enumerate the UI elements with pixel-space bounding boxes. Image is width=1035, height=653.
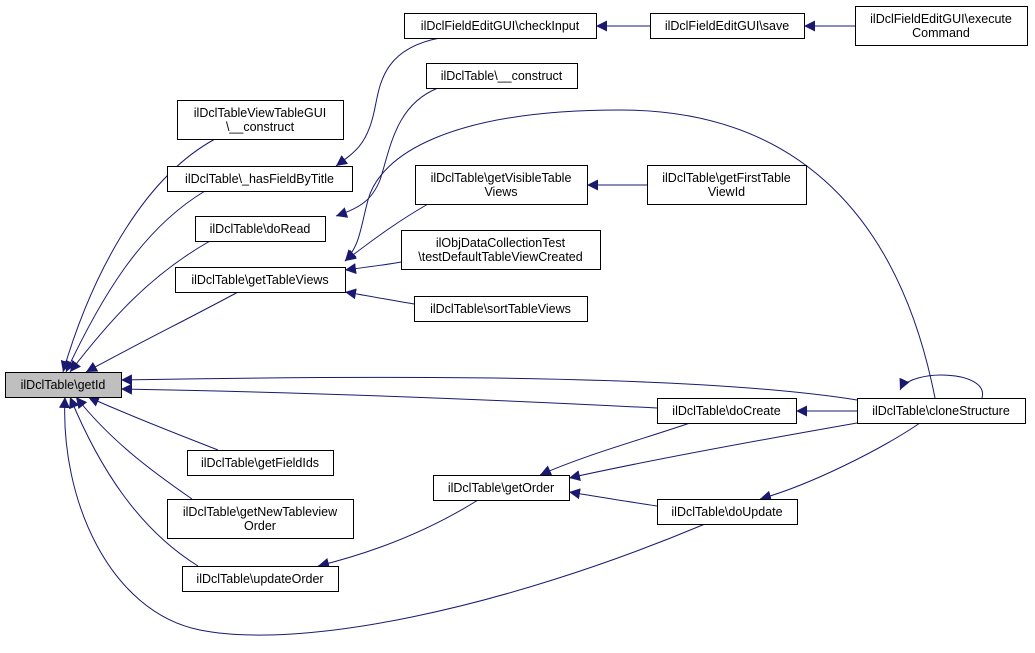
node-box <box>401 230 601 270</box>
node-box <box>857 398 1026 424</box>
node-box <box>167 499 354 539</box>
edge-cloneStructure-to-cloneStructure <box>899 374 983 399</box>
node-label-line: ilDclTable\cloneStructure <box>872 404 1010 418</box>
node-checkInput[interactable]: ilDclFieldEditGUI\checkInput <box>404 13 597 39</box>
node-label-line: ilDclTable\updateOrder <box>196 572 323 586</box>
node-doUpdate[interactable]: ilDclTable\doUpdate <box>657 499 798 525</box>
node-label-line: ilDclTable\sortTableViews <box>430 302 571 316</box>
edge-cloneStructure-to-getId <box>120 374 858 401</box>
edge-checkInput-to-hasFieldByTitle <box>335 37 441 167</box>
edge-getTableViews-to-getId <box>85 291 239 373</box>
node-label-line: \__construct <box>226 120 295 134</box>
edge-cloneStructure-to-doUpdate <box>759 422 921 502</box>
edge-tableConstruct-to-doRead <box>335 87 439 218</box>
node-label-line: ilDclTable\getId <box>21 378 106 392</box>
node-tableConstruct[interactable]: ilDclTable\__construct <box>426 63 578 89</box>
edge-updateOrder-to-getId <box>69 396 199 567</box>
edge-doCreate-to-getId <box>120 383 658 409</box>
node-box <box>657 499 798 525</box>
node-box <box>650 13 805 39</box>
node-box <box>182 566 339 592</box>
node-label-line: Views <box>484 185 517 199</box>
edge-sortTableViews-to-getTableViews <box>344 288 415 305</box>
node-label-line: ViewId <box>708 185 745 199</box>
edge-testDefaultTableView-to-getTableViews <box>344 261 402 275</box>
edge-doRead-to-getId <box>69 240 211 373</box>
node-box <box>167 166 353 192</box>
node-label-line: ilDclTable\getFirstTable <box>662 171 791 185</box>
node-label-line: ilDclTable\__construct <box>441 69 563 83</box>
node-label-line: ilDclFieldEditGUI\checkInput <box>421 19 580 33</box>
node-getId[interactable]: ilDclTable\getId <box>5 372 122 398</box>
node-sortTableViews[interactable]: ilDclTable\sortTableViews <box>414 296 588 322</box>
node-box <box>414 296 588 322</box>
node-label-line: ilDclTable\doRead <box>210 222 311 236</box>
node-label-line: ilDclFieldEditGUI\save <box>665 19 789 33</box>
edge-getFieldIds-to-getId <box>87 396 219 451</box>
node-label-line: ilDclTable\doUpdate <box>671 505 782 519</box>
node-doRead[interactable]: ilDclTable\doRead <box>195 216 326 242</box>
node-hasFieldByTitle[interactable]: ilDclTable\_hasFieldByTitle <box>167 166 353 192</box>
node-box <box>195 216 326 242</box>
node-label-line: \testDefaultTableViewCreated <box>418 250 582 264</box>
node-box <box>433 475 570 501</box>
node-box <box>404 13 597 39</box>
node-label-line: Command <box>912 26 970 40</box>
edge-cloneStructure-to-getOrder <box>568 422 858 481</box>
node-box <box>175 267 346 293</box>
node-doCreate[interactable]: ilDclTable\doCreate <box>657 398 797 424</box>
node-label-line: ilDclTable\doCreate <box>672 404 780 418</box>
node-box <box>855 6 1028 46</box>
node-testDefaultTableView[interactable]: ilObjDataCollectionTest\testDefaultTable… <box>401 230 601 270</box>
edge-getOrder-to-updateOrder <box>317 499 479 569</box>
node-box <box>657 398 797 424</box>
node-box <box>5 372 122 398</box>
edge-getNewTableviewOrder-to-getId <box>75 396 193 500</box>
node-box <box>187 450 334 476</box>
node-getFieldIds[interactable]: ilDclTable\getFieldIds <box>187 450 334 476</box>
node-getOrder[interactable]: ilDclTable\getOrder <box>433 475 570 501</box>
node-label-line: ilObjDataCollectionTest <box>436 236 566 250</box>
node-box <box>426 63 578 89</box>
node-label-line: ilDclTable\getFieldIds <box>201 456 319 470</box>
node-box <box>415 165 588 205</box>
edge-viewTableGuiConstruct-to-getId <box>60 138 216 373</box>
node-label-line: ilDclTableViewTableGUI <box>194 106 326 120</box>
edges-layer <box>58 20 983 636</box>
node-label-line: ilDclFieldEditGUI\execute <box>870 12 1012 26</box>
node-getTableViews[interactable]: ilDclTable\getTableViews <box>175 267 346 293</box>
node-label-line: ilDclTable\getNewTableview <box>183 505 338 519</box>
node-label-line: ilDclTable\getVisibleTable <box>431 171 572 185</box>
edge-doCreate-to-getOrder <box>539 422 691 476</box>
node-label-line: ilDclTable\getOrder <box>448 481 554 495</box>
node-label-line: ilDclTable\getTableViews <box>191 273 328 287</box>
node-viewTableGuiConstruct[interactable]: ilDclTableViewTableGUI\__construct <box>177 100 344 140</box>
edge-doUpdate-to-getOrder <box>568 488 658 507</box>
node-label-line: ilDclTable\_hasFieldByTitle <box>185 172 334 186</box>
edge-cloneStructure-to-getTableViews <box>344 109 936 399</box>
node-box <box>177 100 344 140</box>
node-save[interactable]: ilDclFieldEditGUI\save <box>650 13 805 39</box>
edge-hasFieldByTitle-to-getId <box>65 190 206 373</box>
node-cloneStructure[interactable]: ilDclTable\cloneStructure <box>857 398 1026 424</box>
node-label-line: Order <box>244 519 276 533</box>
node-updateOrder[interactable]: ilDclTable\updateOrder <box>182 566 339 592</box>
node-box <box>647 165 807 205</box>
nodes-layer: ilDclTable\getId ilDclTableViewTableGUI\_… <box>5 6 1028 592</box>
edge-doUpdate-to-getId <box>58 396 706 636</box>
